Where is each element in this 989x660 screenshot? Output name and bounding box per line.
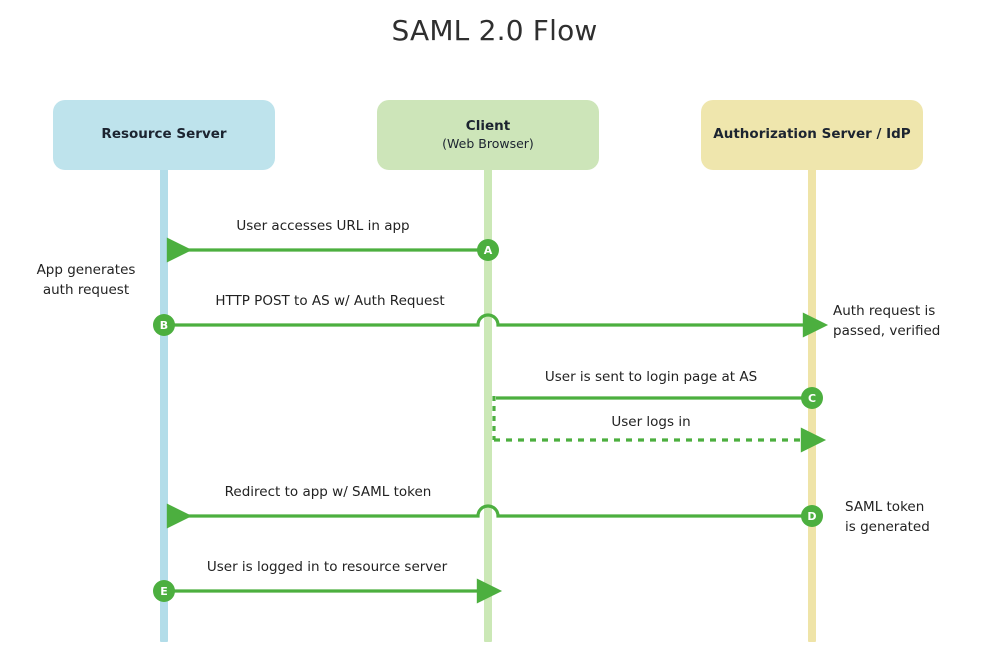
step-badge-b[interactable]: B	[153, 314, 175, 336]
actor-box-resource-server[interactable]: Resource Server	[53, 100, 275, 170]
message-label-a: User accesses URL in app	[236, 218, 410, 234]
message-label-b: HTTP POST to AS w/ Auth Request	[215, 293, 445, 309]
actor-label-client: Client	[465, 117, 511, 134]
step-badge-c[interactable]: C	[801, 387, 823, 409]
message-label-user-logs-in: User logs in	[611, 414, 691, 430]
message-label-c: User is sent to login page at AS	[544, 369, 758, 385]
message-arrow-d	[166, 503, 809, 529]
message-label-d: Redirect to app w/ SAML token	[224, 484, 432, 500]
actor-box-auth-server[interactable]: Authorization Server / IdP	[701, 100, 923, 170]
lifeline-resource-server	[160, 160, 168, 642]
step-badge-d[interactable]: D	[801, 505, 823, 527]
lifeline-client	[484, 160, 492, 642]
actor-label-auth-server: Authorization Server / IdP	[713, 126, 911, 143]
actor-box-client[interactable]: Client (Web Browser)	[377, 100, 599, 170]
message-arrow-b	[167, 312, 829, 338]
note-app-generates-auth-request: App generates auth request	[36, 262, 136, 298]
step-badge-a[interactable]: A	[477, 239, 499, 261]
note-saml-token-generated: SAML token is generated	[845, 499, 930, 535]
step-badge-e[interactable]: E	[153, 580, 175, 602]
actor-sublabel-client: (Web Browser)	[442, 135, 534, 151]
page-title: SAML 2.0 Flow	[391, 14, 598, 47]
actor-label-resource-server: Resource Server	[101, 126, 227, 143]
note-auth-request-verified: Auth request is passed, verified	[833, 303, 941, 339]
message-label-e: User is logged in to resource server	[206, 559, 448, 575]
